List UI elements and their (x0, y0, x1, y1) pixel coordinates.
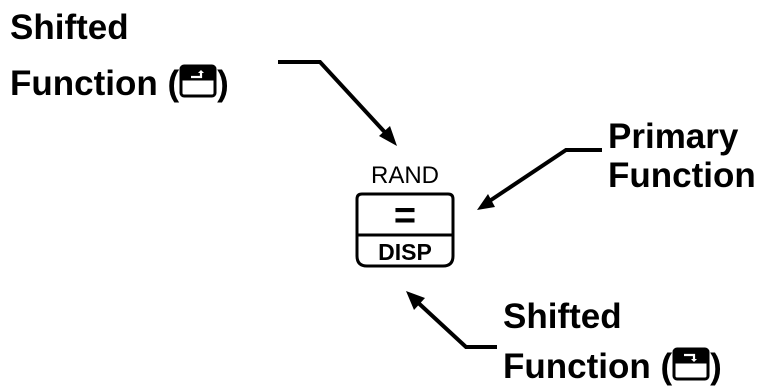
primary-line2: Function (608, 156, 756, 195)
arrow-head-bottom (406, 291, 425, 310)
left-shifted-suffix: ) (217, 64, 229, 103)
right-shifted-suffix: ) (710, 347, 722, 386)
right-shifted-function-line2: Function () (503, 346, 722, 391)
left-shifted-function-line2: Function () (10, 63, 229, 108)
left-shifted-function-label: Shifted (10, 8, 129, 48)
arrow-to-primary (483, 148, 602, 206)
key-lower-label: DISP (378, 239, 432, 265)
key-body (355, 192, 455, 268)
primary-line1: Primary (608, 117, 739, 156)
left-shift-key-icon (179, 63, 217, 108)
primary-function-line2: Function (608, 156, 756, 196)
left-shifted-prefix: Function ( (10, 64, 180, 103)
arrow-head-primary (477, 194, 495, 210)
right-shift-key-icon (672, 346, 710, 391)
primary-function-label: Primary (608, 117, 738, 157)
right-shifted-function-label: Shifted (503, 297, 622, 337)
key-shifted-label: RAND (371, 162, 439, 189)
arrow-to-shifted-label (278, 60, 394, 142)
key-primary-symbol: = (394, 195, 416, 237)
arrow-to-lower-label (411, 296, 497, 349)
arrow-head-top (379, 126, 397, 146)
left-shifted-line1: Shifted (10, 8, 129, 47)
right-shifted-line1: Shifted (503, 297, 622, 336)
right-shifted-prefix: Function ( (503, 347, 673, 386)
